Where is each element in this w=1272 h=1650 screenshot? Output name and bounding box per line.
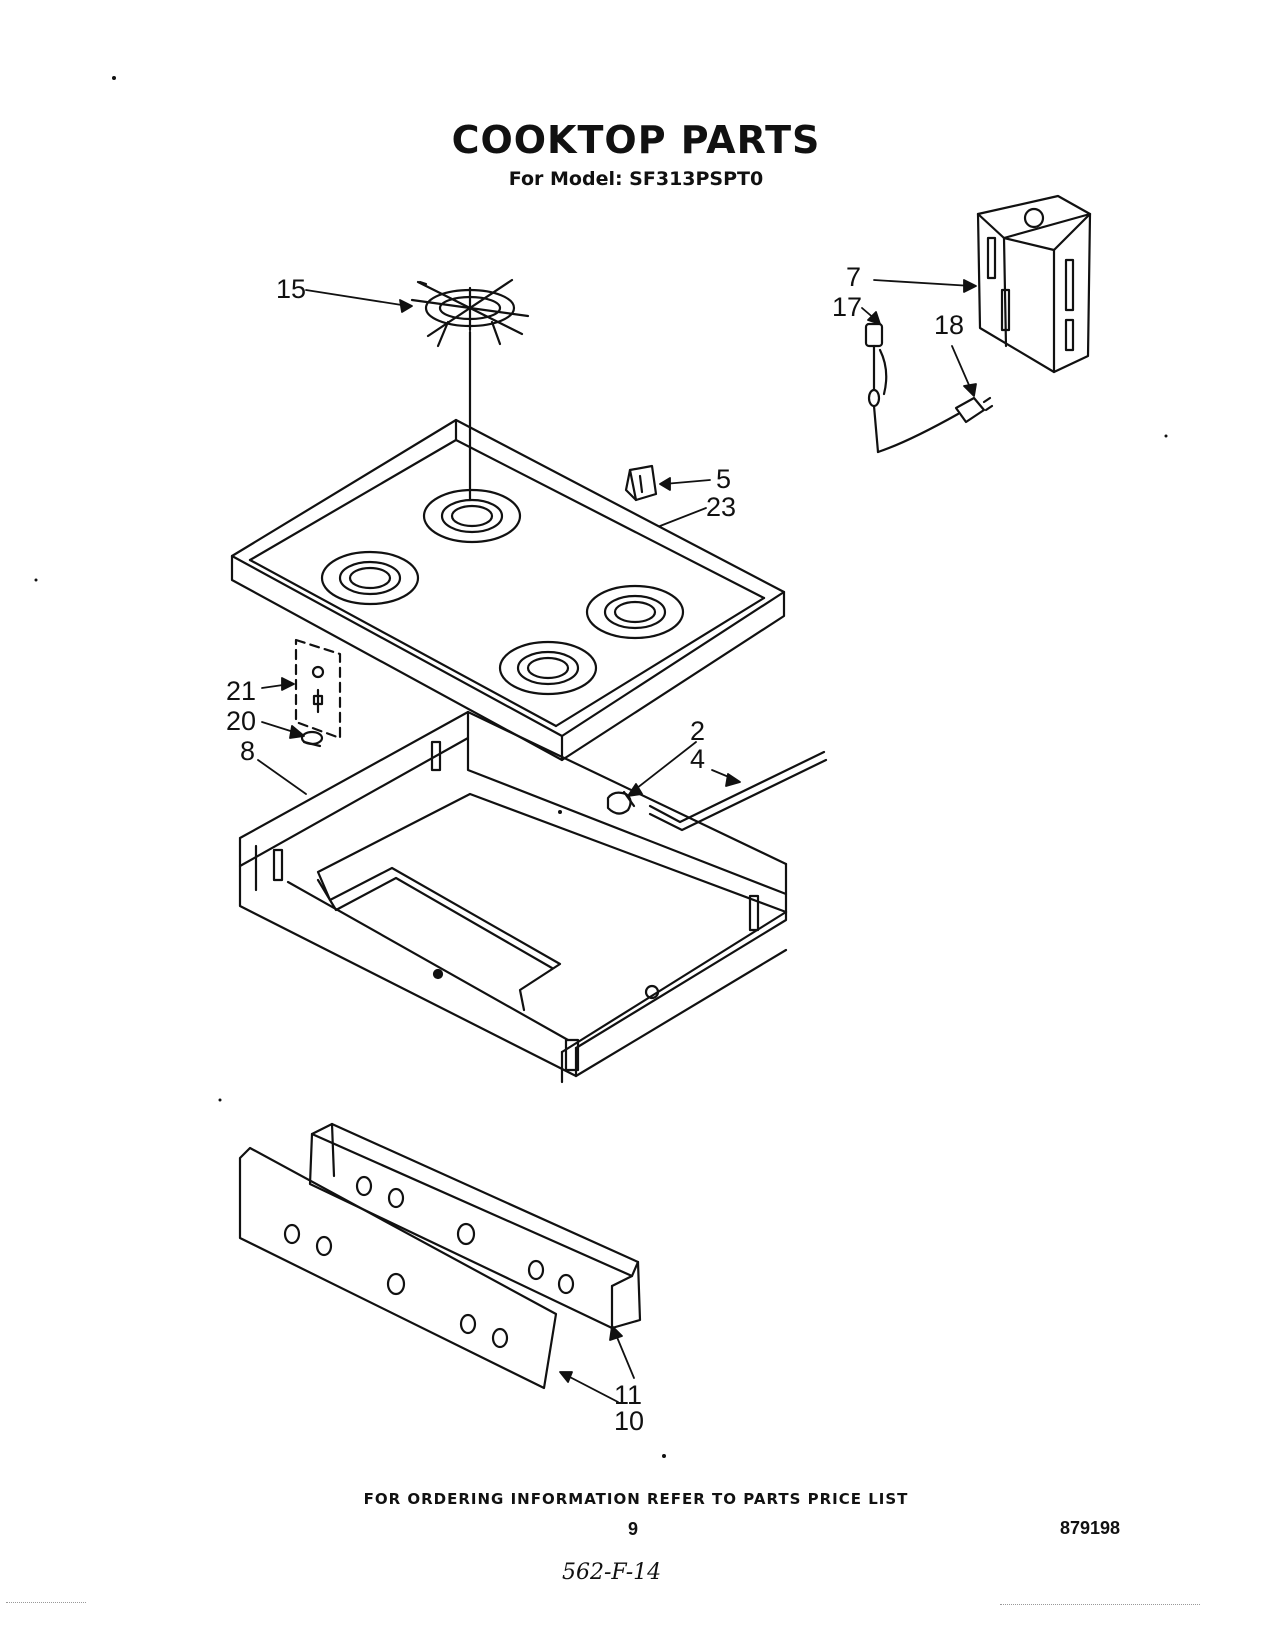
bracket-part-21 bbox=[294, 638, 342, 740]
connector-part-2 bbox=[606, 790, 636, 815]
leader-arrows bbox=[257, 279, 977, 1403]
model-subtitle: For Model: SF313PSPT0 bbox=[508, 168, 764, 190]
clip-part-5 bbox=[624, 464, 658, 502]
callout-5: 5 bbox=[716, 464, 731, 494]
callout-8: 8 bbox=[240, 736, 255, 766]
callout-18: 18 bbox=[934, 310, 964, 340]
cooktop-part-23 bbox=[230, 418, 786, 762]
page-title: COOKTOP PARTS bbox=[451, 118, 821, 162]
callout-23: 23 bbox=[706, 492, 736, 522]
callout-20: 20 bbox=[226, 706, 256, 736]
page-number: 9 bbox=[628, 1519, 639, 1539]
switch-part-17 bbox=[864, 322, 888, 454]
callout-4: 4 bbox=[690, 744, 705, 774]
burner-ring bbox=[422, 488, 522, 544]
burner-ring bbox=[320, 550, 420, 606]
callout-21: 21 bbox=[226, 676, 256, 706]
callout-7: 7 bbox=[846, 262, 861, 292]
callout-10: 10 bbox=[614, 1406, 644, 1436]
handwritten-note: 562-F-14 bbox=[562, 1560, 662, 1585]
plug-part-18 bbox=[876, 396, 994, 454]
burner-box-part-8 bbox=[238, 710, 788, 1084]
callout-17: 17 bbox=[832, 292, 862, 322]
trim-panel-part-10 bbox=[238, 1146, 558, 1390]
screw-part-20 bbox=[300, 730, 324, 748]
scan-specks bbox=[34, 76, 1168, 1458]
document-number: 879198 bbox=[1060, 1518, 1121, 1538]
callout-2: 2 bbox=[690, 716, 705, 746]
burner-ring bbox=[498, 640, 598, 696]
bracket-box-part-7 bbox=[976, 194, 1092, 374]
callout-11: 11 bbox=[614, 1380, 642, 1410]
callout-15: 15 bbox=[276, 274, 306, 304]
tube-part-4 bbox=[648, 750, 828, 832]
faint-print-left bbox=[6, 1602, 86, 1617]
burner-ring bbox=[585, 584, 685, 640]
callout-labels: 15 7 17 18 5 23 21 20 8 2 4 11 10 bbox=[226, 262, 964, 1436]
faint-print-right bbox=[1000, 1604, 1200, 1619]
ordering-info: FOR ORDERING INFORMATION REFER TO PARTS … bbox=[363, 1490, 909, 1508]
burner-grate-part-15 bbox=[410, 278, 530, 502]
